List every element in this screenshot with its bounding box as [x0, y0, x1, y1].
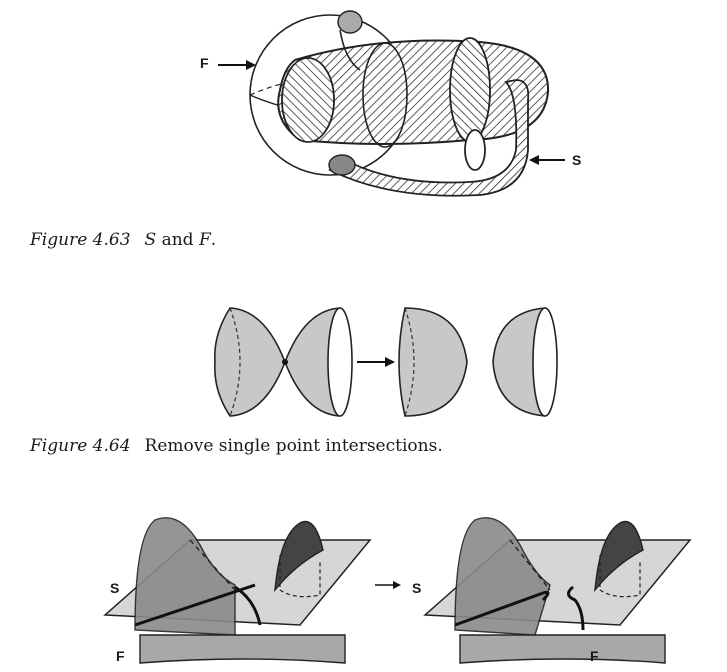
surface-intersection-illustration: [103, 517, 692, 664]
bottom-cap: [328, 154, 356, 176]
label-f-left: F: [116, 648, 125, 664]
figure-number: Figure 4.64: [30, 436, 131, 456]
intersection-before: [103, 517, 372, 664]
label-s: S: [572, 152, 582, 168]
figure-4-64-illustration: [213, 307, 558, 417]
figure-4-63-illustration: [218, 10, 565, 197]
intersection-after: [423, 517, 692, 664]
label-s-left: S: [110, 580, 120, 596]
figure-4-64-caption: Figure 4.64 Remove single point intersect…: [30, 436, 443, 456]
caption-text: Remove single point intersections.: [144, 436, 443, 456]
label-f-right: F: [590, 648, 599, 664]
top-cap: [337, 10, 363, 34]
label-f: F: [200, 55, 209, 71]
label-s-right: S: [412, 580, 422, 596]
figure-number: Figure 4.63: [30, 230, 131, 250]
